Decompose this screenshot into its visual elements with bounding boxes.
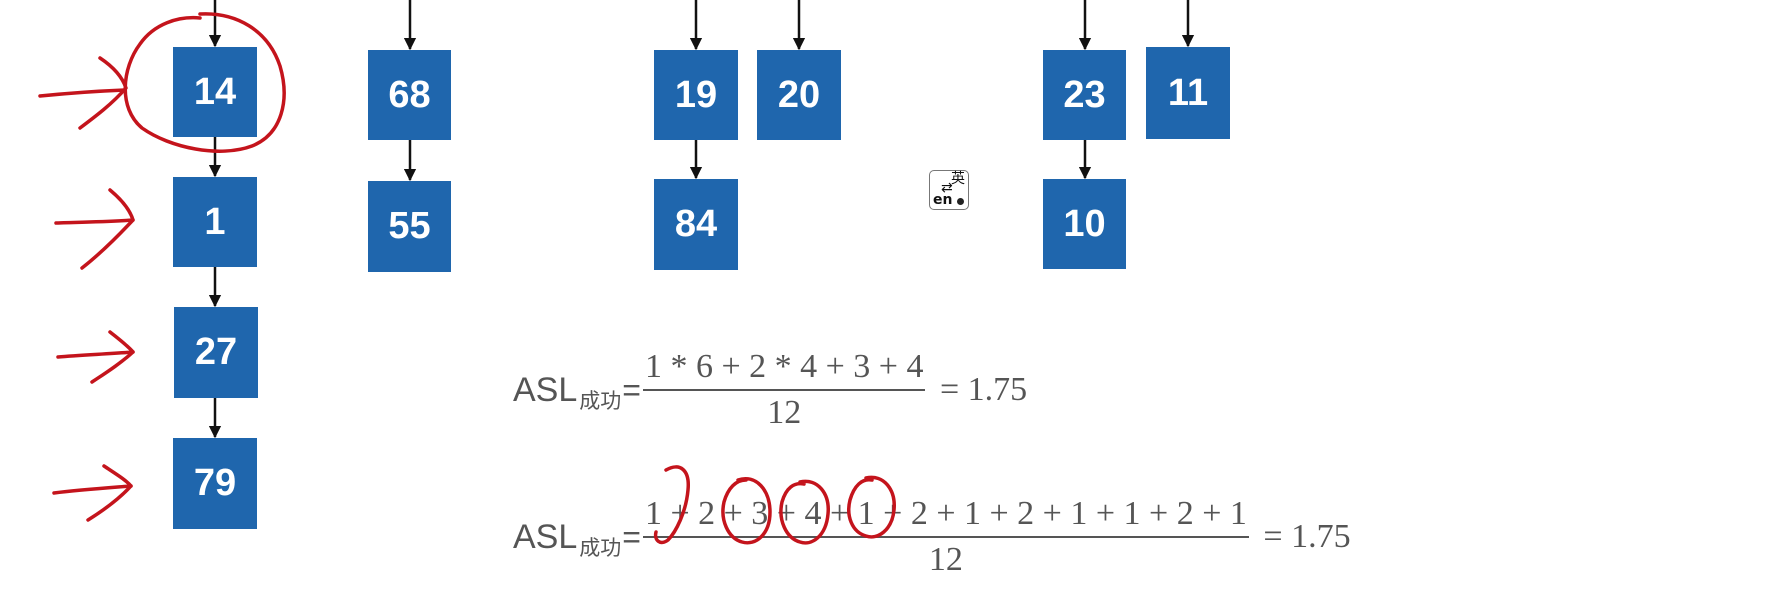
hash-node-84: 84 [654, 179, 738, 270]
asl-label: ASL 成功 = [513, 517, 641, 561]
asl-subscript: 成功 [579, 390, 622, 413]
fraction: 1 + 2 + 3 + 4 + 1 + 2 + 1 + 2 + 1 + 1 + … [642, 494, 1249, 580]
asl-equals-sign: = [622, 518, 641, 555]
fraction-denominator: 12 [928, 541, 963, 578]
formula-result: = 1.75 [1254, 518, 1351, 555]
hash-node-11: 11 [1146, 47, 1230, 139]
fraction-numerator: 1 + 2 + 3 + 4 + 1 + 2 + 1 + 2 + 1 + 1 + … [644, 495, 1247, 532]
hash-node-55: 55 [368, 181, 451, 272]
hash-node-27: 27 [174, 307, 258, 398]
hash-node-10: 10 [1043, 179, 1126, 269]
hash-node-20: 20 [757, 50, 841, 140]
asl-success-formula-2: ASL 成功 = 1 + 2 + 3 + 4 + 1 + 2 + 1 + 2 +… [513, 494, 1351, 580]
hash-node-19: 19 [654, 50, 738, 140]
asl-equals-sign: = [622, 371, 641, 408]
asl-label-text: ASL [513, 370, 578, 409]
asl-success-formula-1: ASL 成功 = 1 * 6 + 2 * 4 + 3 + 4 12 = 1.75 [513, 347, 1027, 433]
fraction-bar [642, 389, 926, 391]
formula-result: = 1.75 [931, 371, 1028, 408]
hash-node-79: 79 [173, 438, 257, 529]
asl-label: ASL 成功 = [513, 370, 641, 414]
fraction-numerator: 1 * 6 + 2 * 4 + 3 + 4 [644, 348, 924, 385]
ime-swap-arrows-icon: ⇄ [941, 180, 953, 196]
ime-status-dot-icon [957, 198, 964, 205]
fraction: 1 * 6 + 2 * 4 + 3 + 4 12 [642, 347, 926, 433]
fraction-bar [642, 536, 1249, 538]
asl-subscript: 成功 [579, 537, 622, 560]
ime-chinese-glyph: 英 [951, 171, 965, 187]
hash-node-23: 23 [1043, 50, 1126, 140]
hash-node-14: 14 [173, 47, 257, 137]
asl-label-text: ASL [513, 517, 578, 556]
hash-node-68: 68 [368, 50, 451, 140]
ime-english-glyph: en [933, 192, 953, 208]
hash-node-1: 1 [173, 177, 257, 267]
fraction-denominator: 12 [767, 394, 802, 431]
ime-language-toggle-icon[interactable]: 英 ⇄ en [929, 170, 969, 210]
